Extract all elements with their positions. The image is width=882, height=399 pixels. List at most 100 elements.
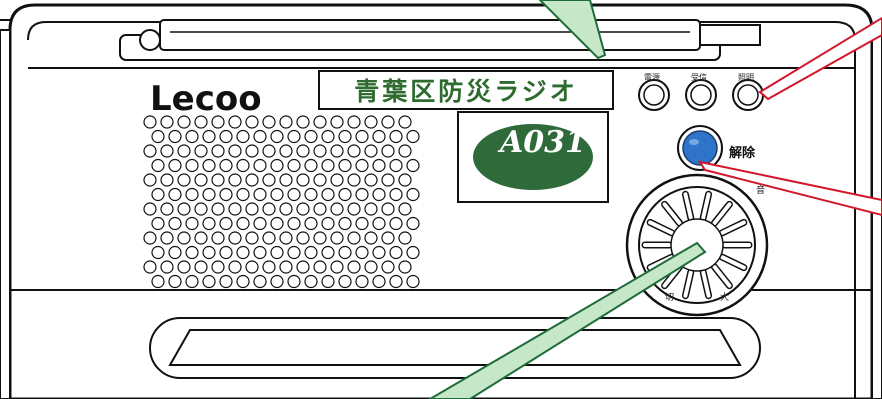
grille-hole [151,129,165,144]
grille-hole [202,187,216,202]
knob-ridge-fill [683,192,693,220]
grille-hole [236,274,250,289]
light-button-label: 照明 [738,73,754,82]
grille-hole [381,260,395,274]
grille-hole [202,216,216,231]
grille-hole [228,144,242,158]
grille-hole [347,144,361,158]
grille-hole [185,274,199,289]
grille-hole [228,115,242,129]
grille-hole [389,158,403,173]
grille-hole [338,187,352,202]
grille-hole [245,231,259,245]
grille-hole [304,129,318,144]
grille-hole [372,129,386,144]
grille-hole [279,115,293,129]
receive-button[interactable] [686,80,716,110]
grille-hole [304,245,318,260]
grille-hole [185,216,199,231]
grille-hole [347,260,361,274]
grille-hole [364,231,378,245]
grille-hole [287,187,301,202]
grille-hole [253,158,267,173]
grille-hole [330,231,344,245]
grille-hole [262,231,276,245]
grille-hole [304,187,318,202]
grille-hole [236,129,250,144]
grille-hole [185,129,199,144]
grille-hole [338,129,352,144]
grille-hole [143,173,157,187]
grille-hole [287,158,301,173]
grille-hole [202,274,216,289]
grille-hole [143,144,157,158]
grille-hole [160,173,174,187]
grille-hole [228,173,242,187]
grille-hole [398,173,412,187]
knob-ridge-fill [683,270,693,298]
grille-hole [381,173,395,187]
grille-hole [287,274,301,289]
grille-hole [177,173,191,187]
knob-ridge-fill [712,202,732,226]
grille-hole [219,158,233,173]
power-button[interactable] [639,80,669,110]
grille-hole [330,260,344,274]
release-button-label: 解除 [729,146,756,161]
grille-hole [253,129,267,144]
grille-hole [219,187,233,202]
grille-hole [338,245,352,260]
logo-emblem-text: A031 [500,125,586,160]
grille-hole [219,245,233,260]
grille-hole [389,216,403,231]
grille-hole [202,129,216,144]
grille-hole [211,115,225,129]
volume-top-label: 音 [756,186,766,196]
grille-hole [304,274,318,289]
grille-hole [211,260,225,274]
grille-hole [270,187,284,202]
grille-hole [143,202,157,216]
grille-hole [364,173,378,187]
grille-hole [143,260,157,274]
light-button[interactable] [733,80,763,110]
grille-hole [168,274,182,289]
grille-hole [279,144,293,158]
grille-hole [160,202,174,216]
volume-knob[interactable] [627,175,767,315]
grille-hole [398,260,412,274]
brand-logo: Lecoo [150,79,262,119]
grille-hole [211,144,225,158]
grille-hole [177,231,191,245]
knob-ridge-fill [712,264,732,288]
release-button[interactable] [678,126,722,170]
grille-hole [381,231,395,245]
grille-hole [245,173,259,187]
grille-hole [313,231,327,245]
grille-hole [168,245,182,260]
receive-button-label: 受信 [691,73,707,82]
grille-hole [321,158,335,173]
grille-hole [398,115,412,129]
grille-hole [372,216,386,231]
grille-hole [296,202,310,216]
grille-hole [287,216,301,231]
grille-hole [398,144,412,158]
grille-hole [355,158,369,173]
grille-hole [177,260,191,274]
knob-ridge-fill [701,270,711,298]
grille-hole [313,144,327,158]
grille-hole [262,173,276,187]
grille-hole [151,216,165,231]
grille-hole [338,158,352,173]
grille-hole [372,245,386,260]
grille-hole [321,274,335,289]
grille-hole [177,202,191,216]
device-name: 青葉区防災ラジオ [354,77,578,106]
grille-hole [185,187,199,202]
grille-hole [389,274,403,289]
grille-hole [381,202,395,216]
grille-hole [262,144,276,158]
grille-hole [296,231,310,245]
grille-hole [313,115,327,129]
